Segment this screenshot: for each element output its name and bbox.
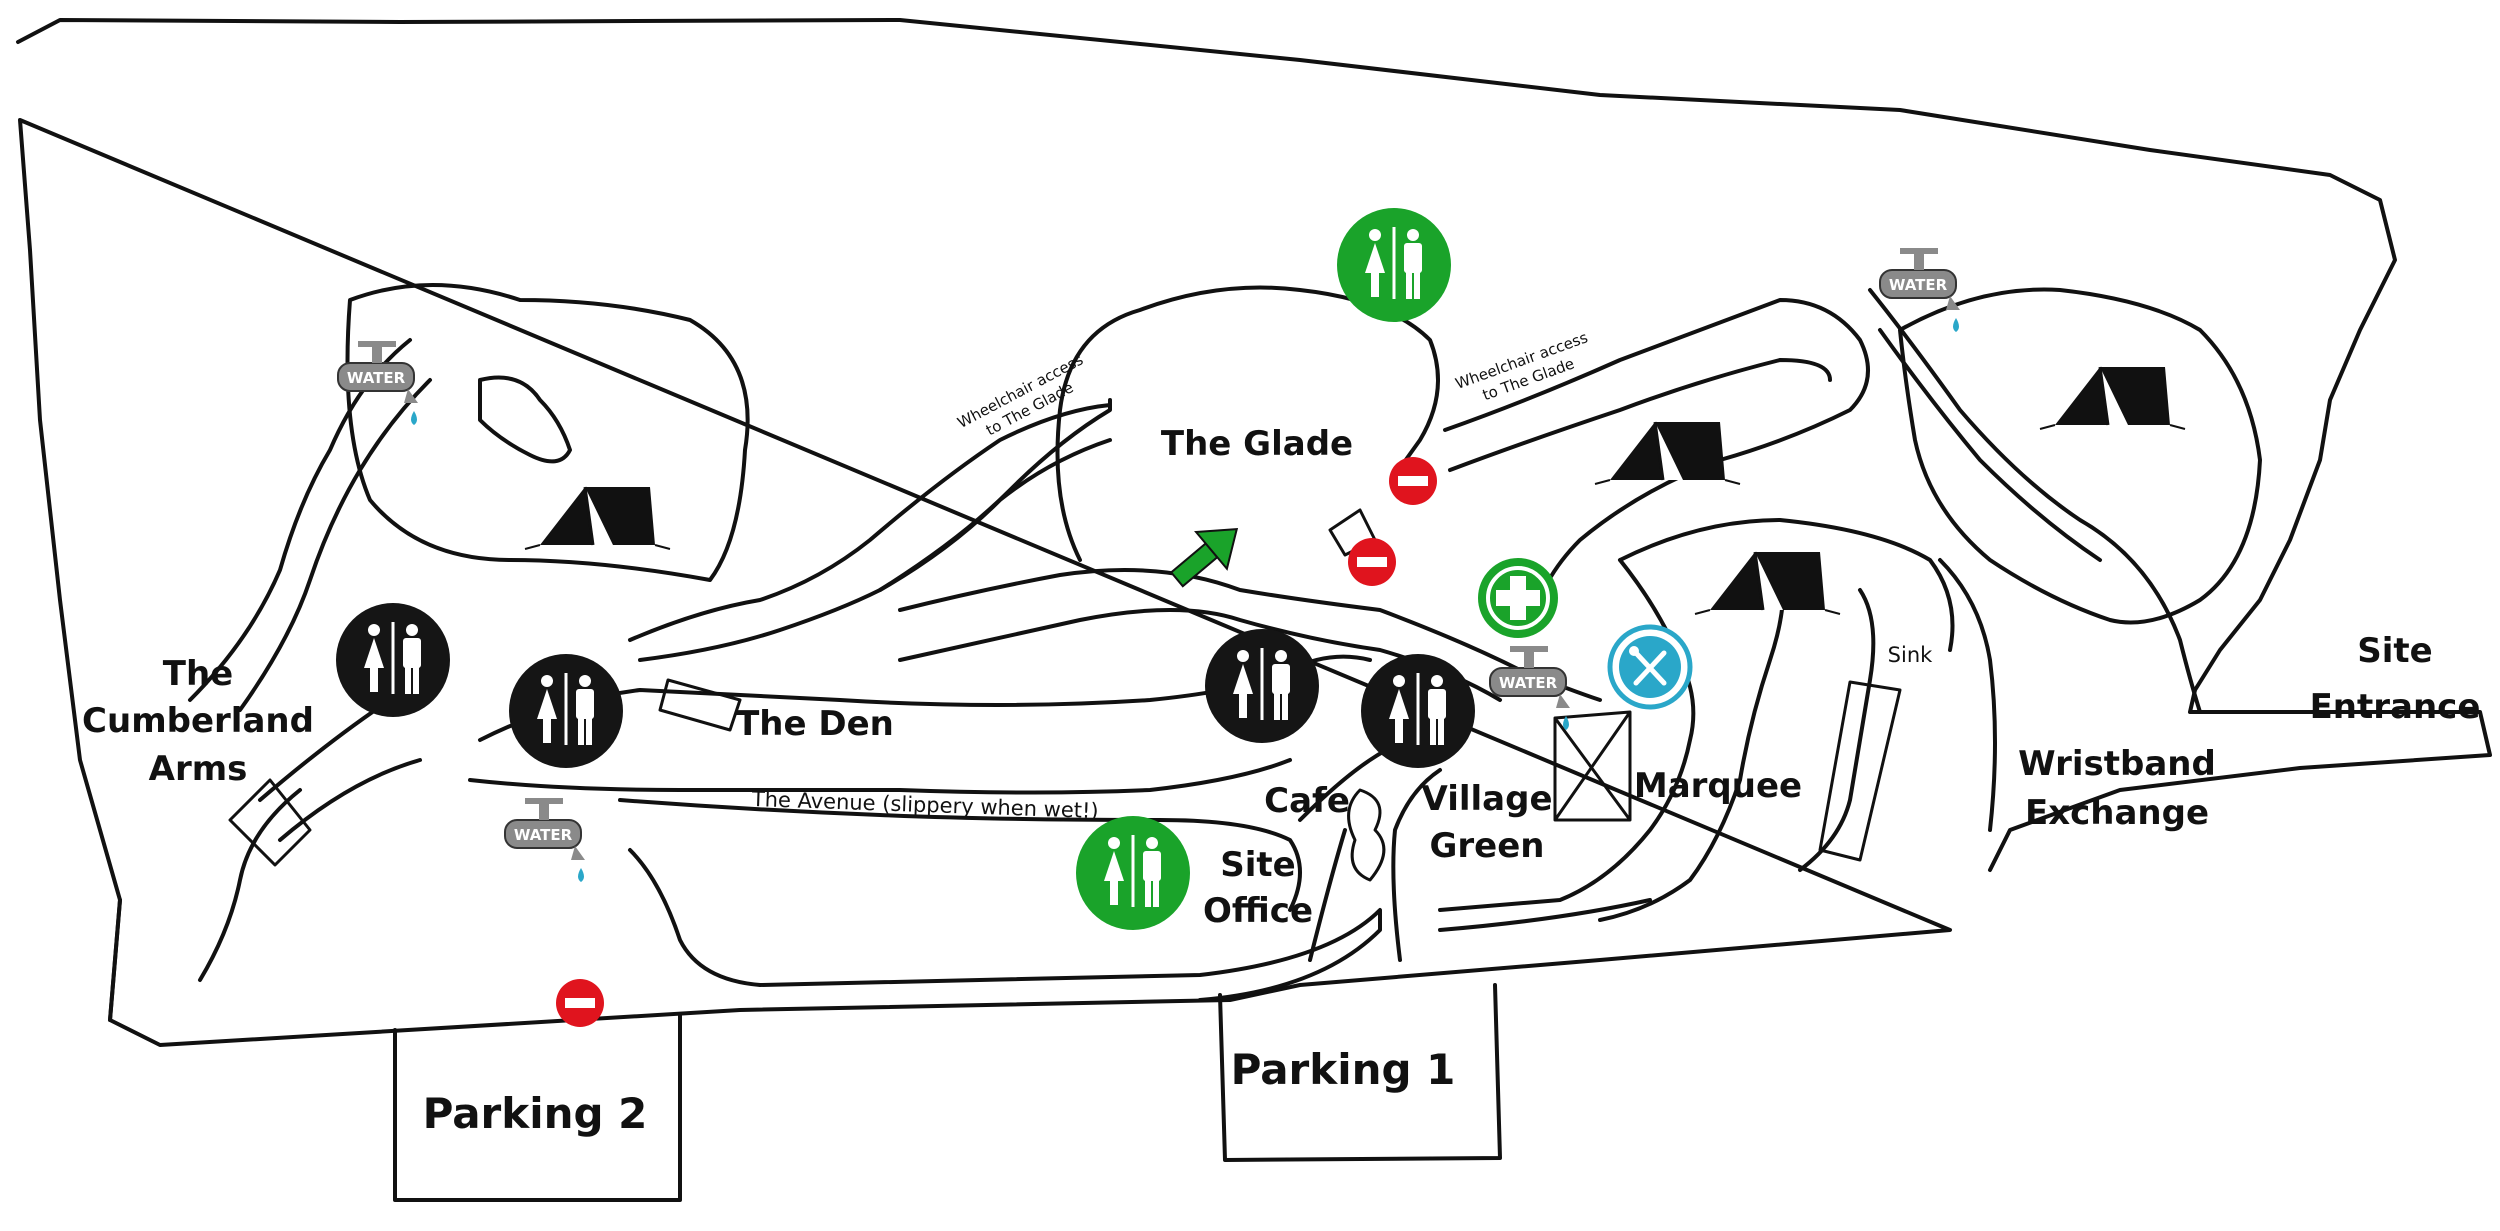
water-label: WATER xyxy=(514,826,573,844)
road-west-loop xyxy=(188,338,432,982)
label-parking-2: Parking 2 xyxy=(423,1089,648,1138)
food-icon xyxy=(1607,624,1693,710)
cumberland-building xyxy=(228,778,312,867)
tent-icon xyxy=(2038,365,2187,431)
label-site-office-2: Office xyxy=(1203,891,1313,931)
tent-icon xyxy=(1693,550,1842,616)
no-entry-icon xyxy=(1389,457,1437,505)
label-parking-1: Parking 1 xyxy=(1231,1045,1456,1094)
sink-structure xyxy=(1818,680,1902,862)
parking2-area xyxy=(393,1013,682,1202)
label-village-green-2: Green xyxy=(1430,826,1545,866)
label-site-entrance-1: Site xyxy=(2357,631,2432,671)
the-den-hut xyxy=(658,678,742,732)
label-marquee: Marquee xyxy=(1634,766,1802,806)
label-the-den: The Den xyxy=(736,704,894,744)
label-cumberland-1: The xyxy=(163,654,233,694)
pond xyxy=(478,375,572,464)
water-label: WATER xyxy=(1499,674,1558,692)
label-sink: Sink xyxy=(1888,643,1933,667)
toilets-icon xyxy=(1361,654,1475,768)
road-east xyxy=(1618,288,2202,832)
water-label: WATER xyxy=(347,369,406,387)
road-site-office xyxy=(628,848,1382,1002)
label-site-office-1: Site xyxy=(1220,845,1295,885)
label-site-entrance-2: Entrance xyxy=(2310,687,2481,727)
water-tap-icon: WATER xyxy=(1879,248,1960,332)
nw-camping-field xyxy=(345,283,750,582)
road-avenue-inner xyxy=(468,758,1292,795)
road-to-glade xyxy=(628,403,1112,662)
road-wheelchair-right xyxy=(1443,298,1870,632)
marquee-structure xyxy=(1553,710,1632,822)
road-wheelchair-left xyxy=(878,398,1112,592)
toilets-icon xyxy=(336,603,450,717)
no-entry-icon xyxy=(1348,538,1396,586)
toilets-icon xyxy=(509,654,623,768)
toilets-icon xyxy=(1205,629,1319,743)
water-tap-icon: WATER xyxy=(1489,646,1570,730)
no-entry-icon xyxy=(556,979,604,1027)
road-south xyxy=(1298,728,1652,962)
the-glade-field xyxy=(1055,285,1440,562)
water-label: WATER xyxy=(1889,276,1948,294)
label-the-glade: The Glade xyxy=(1161,424,1353,464)
water-tap-icon: WATER xyxy=(337,341,418,425)
water-tap-icon: WATER xyxy=(504,798,585,882)
parking1-area xyxy=(1218,983,1502,1162)
arrow-icon xyxy=(1169,528,1239,588)
label-cafe: Cafe xyxy=(1264,781,1350,821)
label-wristband-2: Exchange xyxy=(2025,793,2209,833)
boundary-left-edge xyxy=(108,898,122,1022)
toilets-icon xyxy=(1076,816,1190,930)
road-site-office-inner xyxy=(618,798,1302,912)
tent-icon xyxy=(1593,420,1742,486)
label-cumberland-2: Cumberland xyxy=(82,701,314,741)
label-cumberland-3: Arms xyxy=(149,749,248,789)
toilets-icon xyxy=(1337,208,1451,322)
tent-icon xyxy=(523,485,672,551)
label-village-green-1: Village xyxy=(1421,779,1552,819)
first-aid-icon xyxy=(1478,558,1558,638)
label-wristband-1: Wristband xyxy=(2018,744,2216,784)
cafe-structure xyxy=(1347,788,1386,882)
ne-camping-field xyxy=(1898,287,2262,625)
